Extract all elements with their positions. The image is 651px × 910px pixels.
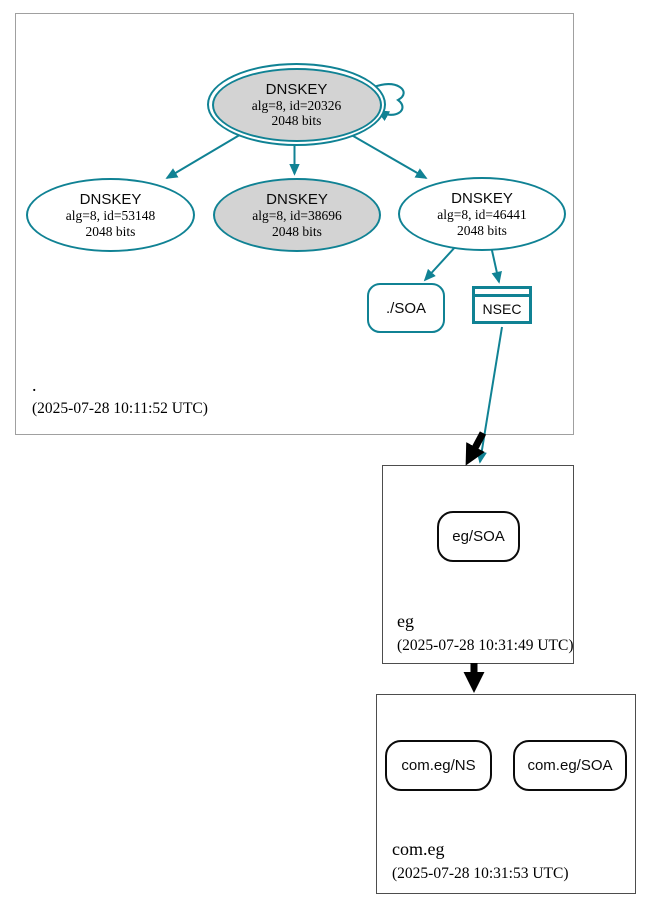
dnskey-alg-id: alg=8, id=38696 <box>252 208 342 223</box>
edge-nsec-zone-eg <box>476 326 503 464</box>
dnskey-alg-id: alg=8, id=53148 <box>65 208 156 223</box>
dnskey-title: DNSKEY <box>451 190 513 207</box>
edge-dnskey20326-dnskey46441 <box>347 132 428 179</box>
dnskey-node-46441[interactable]: DNSKEY alg=8, id=46441 2048 bits <box>398 177 566 251</box>
zone-timestamp-com-eg: (2025-07-28 10:31:53 UTC) <box>392 865 569 882</box>
dnskey-node-53148[interactable]: DNSKEY alg=8, id=53148 2048 bits <box>26 178 195 252</box>
rrset-label: com.eg/SOA <box>527 757 613 774</box>
dnskey-title: DNSKEY <box>265 80 328 98</box>
rrset-node-eg-soa[interactable]: eg/SOA <box>437 511 520 562</box>
dnskey-bits: 2048 bits <box>272 223 322 239</box>
edge-dnskey46441-nsec <box>490 245 502 284</box>
zone-label-eg: eg <box>397 611 414 631</box>
zone-box-root <box>15 13 574 435</box>
rrset-node-com-eg-ns[interactable]: com.eg/NS <box>385 740 492 791</box>
dnskey-bits: 2048 bits <box>85 223 136 239</box>
edge-dnskey20326-dnskey53148 <box>165 132 244 179</box>
dnskey-title: DNSKEY <box>266 191 328 208</box>
dnskey-node-38696[interactable]: DNSKEY alg=8, id=38696 2048 bits <box>213 178 381 252</box>
dnskey-bits: 2048 bits <box>271 113 322 128</box>
rrset-label: com.eg/NS <box>401 757 476 774</box>
dnskey-node-20326-inner-ellipse: DNSKEY alg=8, id=20326 2048 bits <box>211 67 382 142</box>
rrset-label: ./SOA <box>385 299 426 317</box>
dnskey-alg-id: alg=8, id=46441 <box>437 207 527 222</box>
delegation-arrow-root-to-eg <box>465 431 487 466</box>
edge-dnskey46441-root-soa <box>423 244 458 282</box>
zone-timestamp-root: (2025-07-28 10:11:52 UTC) <box>32 400 208 417</box>
dnskey-node-20326[interactable]: DNSKEY alg=8, id=20326 2048 bits <box>207 63 386 146</box>
zone-box-com-eg <box>376 694 636 894</box>
nsec-header-band <box>475 289 529 297</box>
rrset-node-root-soa[interactable]: ./SOA <box>367 283 445 333</box>
nsec-node[interactable]: NSEC <box>472 286 532 324</box>
zone-timestamp-eg: (2025-07-28 10:31:49 UTC) <box>397 637 574 654</box>
zone-label-root: . <box>32 375 37 395</box>
dnskey-bits: 2048 bits <box>457 222 507 238</box>
rrset-node-com-eg-soa[interactable]: com.eg/SOA <box>513 740 627 791</box>
edge-dnskey20326-self-loop <box>371 83 405 122</box>
nsec-label: NSEC <box>482 301 522 317</box>
zone-label-com-eg: com.eg <box>392 839 445 859</box>
dnskey-alg-id: alg=8, id=20326 <box>251 97 342 113</box>
dnskey-title: DNSKEY <box>79 191 142 208</box>
rrset-label: eg/SOA <box>452 528 505 545</box>
